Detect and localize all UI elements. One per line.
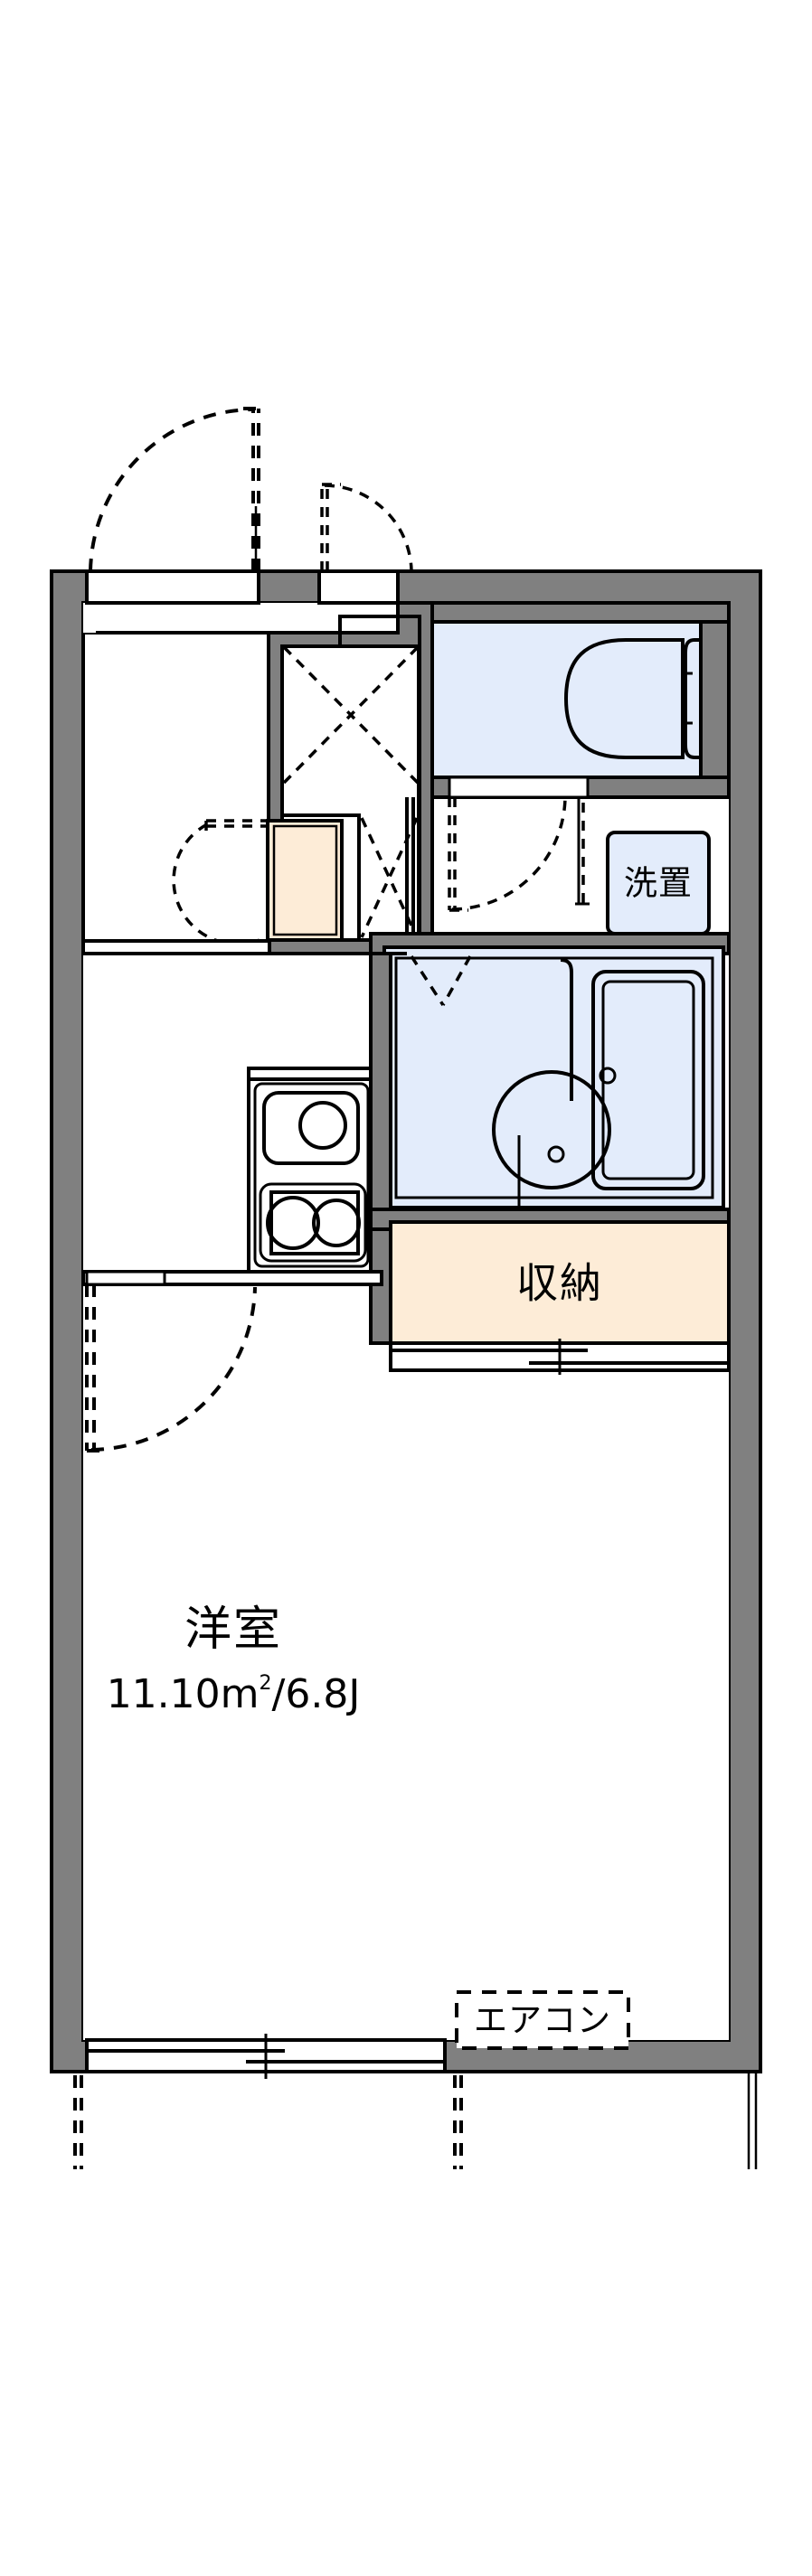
stove-burner-right (312, 1199, 361, 1247)
kitchen-counter-top (253, 1082, 370, 1268)
vanity-counter-edge (560, 958, 573, 1101)
bathroom-inner-door-marks (410, 955, 472, 1006)
meter-box-opening[interactable] (317, 569, 400, 605)
toilet-top-wall (430, 601, 731, 624)
entrance-door-opening[interactable] (85, 569, 260, 605)
washer-space-label: 洗置 (624, 864, 693, 903)
main-room-area-tail: /6.8J (272, 1671, 361, 1717)
two-burner-stove-fixture (259, 1182, 367, 1263)
toilet-door-opening[interactable] (448, 776, 590, 799)
washbasin-drain (547, 1145, 565, 1163)
toilet-bowl (563, 638, 685, 759)
aircon-dashed-box (455, 1990, 630, 2050)
stove-burner-left (266, 1196, 320, 1250)
unit-bath-inner-outline (394, 956, 714, 1199)
entrance-door[interactable] (85, 407, 260, 605)
kitchen-sink-basin (262, 1091, 360, 1165)
main-room-area-superscript: 2 (260, 1672, 272, 1695)
genkan-step-edge (81, 939, 271, 955)
stove-body (259, 1182, 367, 1263)
shoe-box-inner (272, 824, 338, 936)
washbasin-fixture (492, 958, 611, 1208)
bathtub-drain (599, 1067, 617, 1085)
main-room-area-value: 11.10m (107, 1671, 260, 1717)
kitchen-sink-drain (298, 1101, 347, 1150)
unit-bath (369, 932, 731, 1211)
aircon-tag: エアコン (455, 1990, 630, 2050)
aircon-label: エアコン (474, 2001, 611, 2040)
bathtub-fixture (591, 970, 705, 1190)
closet-label: 収納 (516, 1259, 603, 1308)
room-entry-door[interactable] (85, 1270, 257, 1453)
kitchen-top-edge (247, 1067, 383, 1081)
toilet-room (430, 620, 725, 779)
main-room-name: 洋室 (184, 1603, 282, 1657)
toilet-partition-walls (430, 601, 731, 799)
hall-window[interactable] (83, 622, 96, 633)
meter-box-swing-arc (324, 484, 413, 571)
meter-box-door[interactable] (317, 483, 413, 605)
bathroom-door-swing-arc (451, 796, 567, 911)
main-room-area: 11.10m2/6.8J (107, 1671, 361, 1717)
shoe-closet-upper-x-mark (282, 645, 420, 785)
storage-closet: 収納 (369, 1208, 731, 1375)
hall-window-frame[interactable] (83, 622, 96, 633)
unit-bath-floor (382, 945, 725, 1209)
main-room-label-group: 洋室 11.10m2/6.8J (107, 1603, 361, 1717)
closet-sliding-doors[interactable] (389, 1339, 731, 1375)
toilet-tank (684, 638, 725, 759)
corridor (405, 797, 415, 954)
washer-space: 洗置 (575, 797, 711, 935)
bathtub-outer (591, 970, 705, 1190)
washbasin-bowl (492, 1070, 611, 1189)
toilet-fixture (563, 638, 725, 759)
bathroom-door[interactable] (448, 796, 567, 912)
room-door-opening[interactable] (85, 1270, 166, 1286)
balcony-sliding-window[interactable] (73, 2034, 758, 2169)
corridor-right-wall (369, 952, 392, 1211)
toilet-right-wall (699, 620, 731, 779)
kitchen-sink-fixture (262, 1091, 360, 1165)
